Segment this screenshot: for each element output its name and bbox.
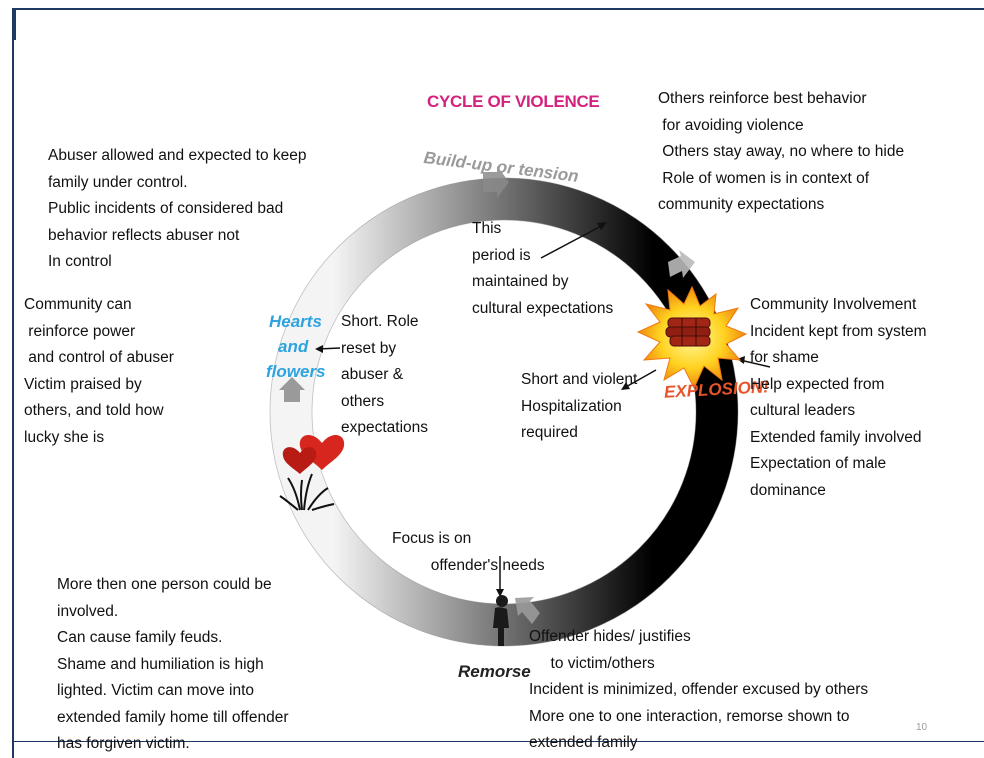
note-top-left: Abuser allowed and expected to keep fami… [48,147,307,270]
pointer-arrowhead [597,222,607,230]
cycle-arrow-icon [515,597,540,624]
note-left: Community can reinforce power and contro… [24,296,174,446]
cycle-arrow-icon [483,166,509,198]
cycle-arrow-icon [668,250,695,278]
phase-hearts-line3: flowers [266,362,326,381]
phase-hearts-line2: and [278,337,309,356]
remorse-figure-icon [493,595,509,646]
slide-bottom-rule [12,741,984,742]
note-inner-left: Short. Role reset by abuser & others exp… [341,313,429,436]
phase-remorse-label: Remorse [458,662,531,681]
pointer-arrowhead [496,589,504,597]
hearts-icon [282,434,345,474]
pointer-arrow [540,223,606,259]
pointer-arrow [623,369,657,389]
flowers-icon [279,473,335,511]
note-inner-bottom: Focus is on offender's needs [392,530,545,574]
page-number: 10 [916,722,928,733]
pointer-arrowhead [737,356,745,364]
note-bottom-left: More then one person could be involved. … [57,576,289,752]
phase-hearts-line1: Hearts [269,312,322,331]
pointer-arrowhead [621,382,630,390]
frame-corner [14,10,26,40]
note-right: Community Involvement Incident kept from… [750,296,927,499]
cycle-arrow-icon [279,377,305,402]
note-inner-top: This period is maintained by cultural ex… [472,220,614,317]
note-inner-right: Short and violent Hospitalization requir… [521,371,638,441]
note-top-right: Others reinforce best behavior for avoid… [658,90,905,213]
note-bottom-right: Offender hides/ justifies to victim/othe… [529,628,869,751]
slide-frame [12,8,984,758]
pointer-arrow [739,359,771,368]
dynamite-icon [665,317,711,347]
pointer-arrowhead [315,345,323,353]
diagram-title: CYCLE OF VIOLENCE [427,92,600,111]
